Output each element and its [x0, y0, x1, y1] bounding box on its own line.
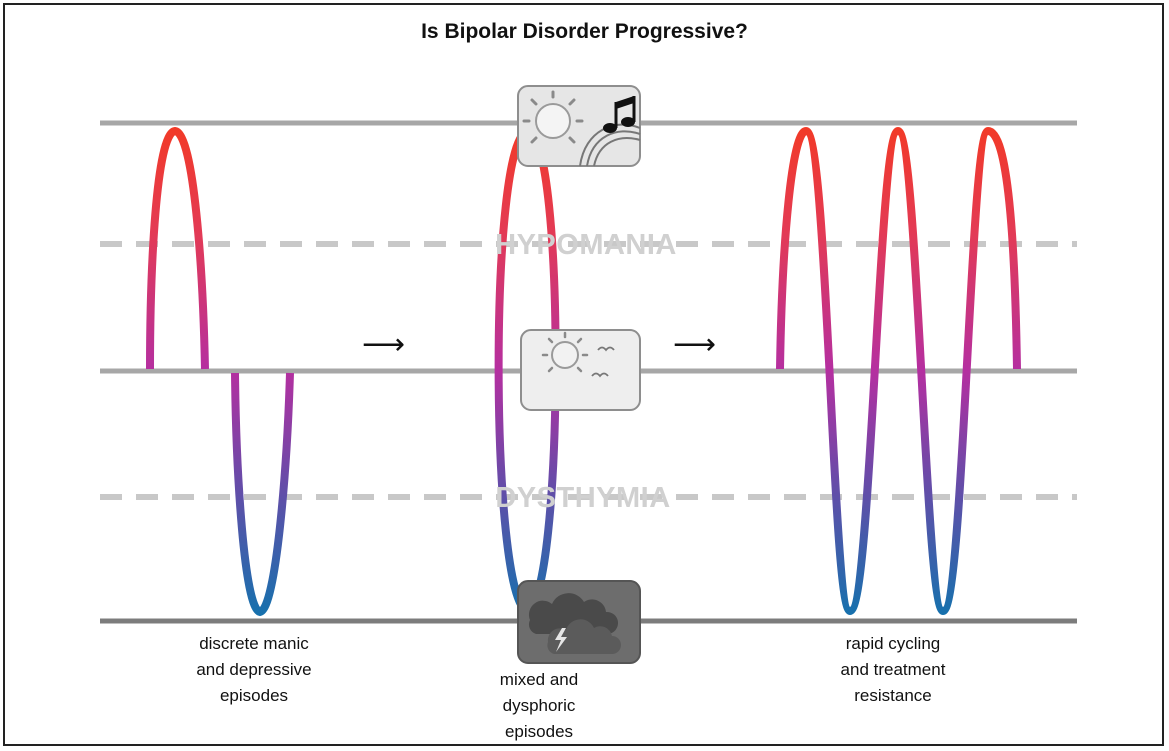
depressive-episode-curve [231, 372, 294, 617]
progression-arrow-1: ⟶ [362, 328, 406, 361]
caption-line: episodes [219, 686, 289, 705]
dysthymia-label: DYSTHYMIA [495, 482, 671, 514]
caption-line: episodes [504, 722, 574, 741]
figure-title: Is Bipolar Disorder Progressive? [421, 20, 748, 43]
caption-line: mixed and [499, 670, 579, 689]
caption-line: rapid cycling [845, 634, 941, 653]
caption-discrete-episodes: discrete manic and depressive episodes [154, 631, 354, 709]
manic-episode-curve [146, 126, 209, 370]
caption-line: discrete manic [199, 634, 309, 653]
caption-line: and depressive [196, 660, 312, 679]
caption-mixed-episodes: mixed and dysphoric episodes [439, 667, 639, 745]
caption-line: dysphoric [502, 696, 576, 715]
caption-line: resistance [854, 686, 932, 705]
caption-line: and treatment [840, 660, 946, 679]
hypomania-label: HYPOMANIA [495, 229, 677, 261]
progression-arrow-2: ⟶ [673, 328, 717, 361]
storm-cloud-icon [517, 580, 641, 664]
caption-rapid-cycling: rapid cycling and treatment resistance [793, 631, 993, 709]
rapid-cycling-curve [776, 126, 1021, 616]
partly-sunny-icon [520, 329, 641, 411]
sun-music-icon [517, 85, 641, 167]
